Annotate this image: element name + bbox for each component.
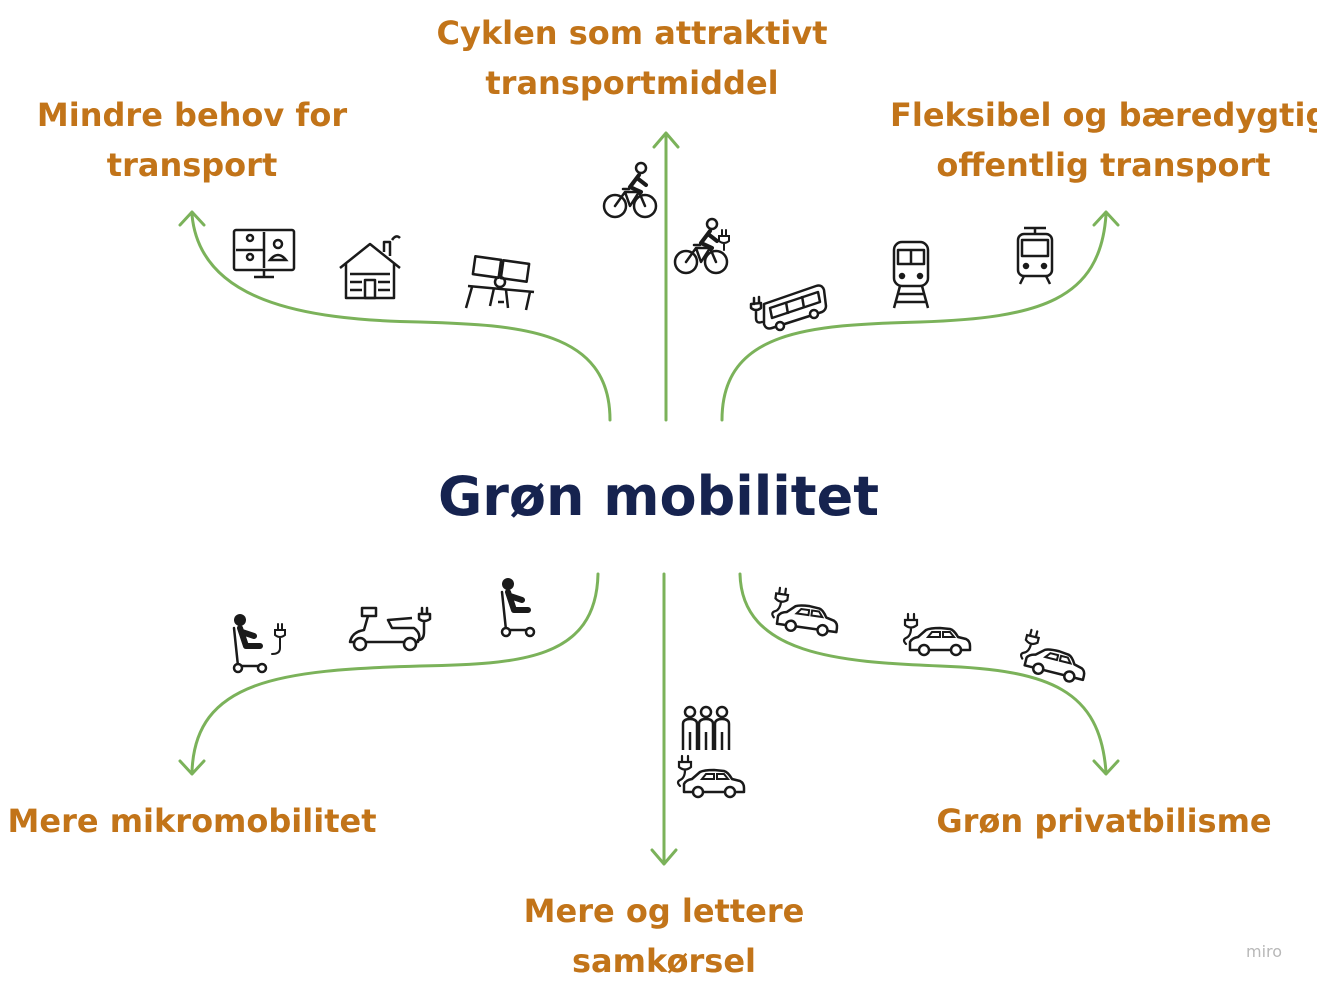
label-line: offentlig transport	[936, 146, 1271, 184]
label-line: Mere og lettere	[523, 892, 805, 930]
cabin-icon	[339, 235, 401, 300]
video-conference-icon	[232, 228, 296, 279]
label-line: Fleksibel og bæredygtig	[890, 96, 1317, 134]
label-public-transport: Fleksibel og bæredygtig offentlig transp…	[890, 90, 1317, 190]
e-scooter-rider-icon	[234, 614, 286, 672]
e-bike-icon	[673, 217, 730, 275]
arrowhead-public-transport	[1092, 210, 1120, 227]
label-micromobility: Mere mikromobilitet	[0, 796, 384, 846]
arrowhead-micromobility	[178, 759, 206, 776]
electric-moped-icon	[348, 606, 432, 652]
arrowhead-private-car	[1092, 759, 1120, 776]
tram-icon	[1016, 226, 1054, 285]
label-line: Cyklen som attraktivt	[436, 14, 828, 52]
arrowhead-carpooling	[650, 848, 678, 866]
electric-car-icon	[902, 612, 972, 657]
train-icon	[892, 240, 930, 309]
miro-watermark: miro	[1246, 942, 1283, 961]
label-line: transportmiddel	[485, 64, 779, 102]
arrow-to-public-transport	[720, 213, 1108, 422]
electric-car-icon	[769, 586, 843, 639]
connector-arrows	[178, 131, 1120, 866]
arrow-to-micromobility	[190, 572, 600, 774]
label-less-transport: Mindre behov for transport	[12, 90, 372, 190]
arrowhead-less-transport	[178, 210, 206, 227]
coworking-desks-icon	[464, 255, 535, 311]
label-line: Mere mikromobilitet	[7, 802, 377, 840]
kick-scooter-icon	[502, 578, 534, 636]
electric-bus-icon	[749, 284, 828, 332]
label-line: Mindre behov for	[36, 96, 348, 134]
label-line: Grøn privatbilisme	[936, 802, 1272, 840]
label-line: samkørsel	[571, 942, 757, 980]
center-title: Grøn mobilitet	[437, 465, 880, 528]
group-of-people-icon	[681, 705, 731, 750]
label-line: transport	[106, 146, 278, 184]
label-cycling: Cyklen som attraktivt transportmiddel	[372, 8, 892, 108]
arrow-to-private-car	[738, 572, 1108, 774]
arrowhead-cycling	[652, 131, 680, 149]
label-private-car: Grøn privatbilisme	[924, 796, 1284, 846]
electric-car-icon	[676, 754, 746, 799]
bicycle-icon	[602, 161, 658, 219]
label-carpooling: Mere og lettere samkørsel	[484, 886, 844, 986]
arrow-to-less-transport	[190, 213, 612, 422]
